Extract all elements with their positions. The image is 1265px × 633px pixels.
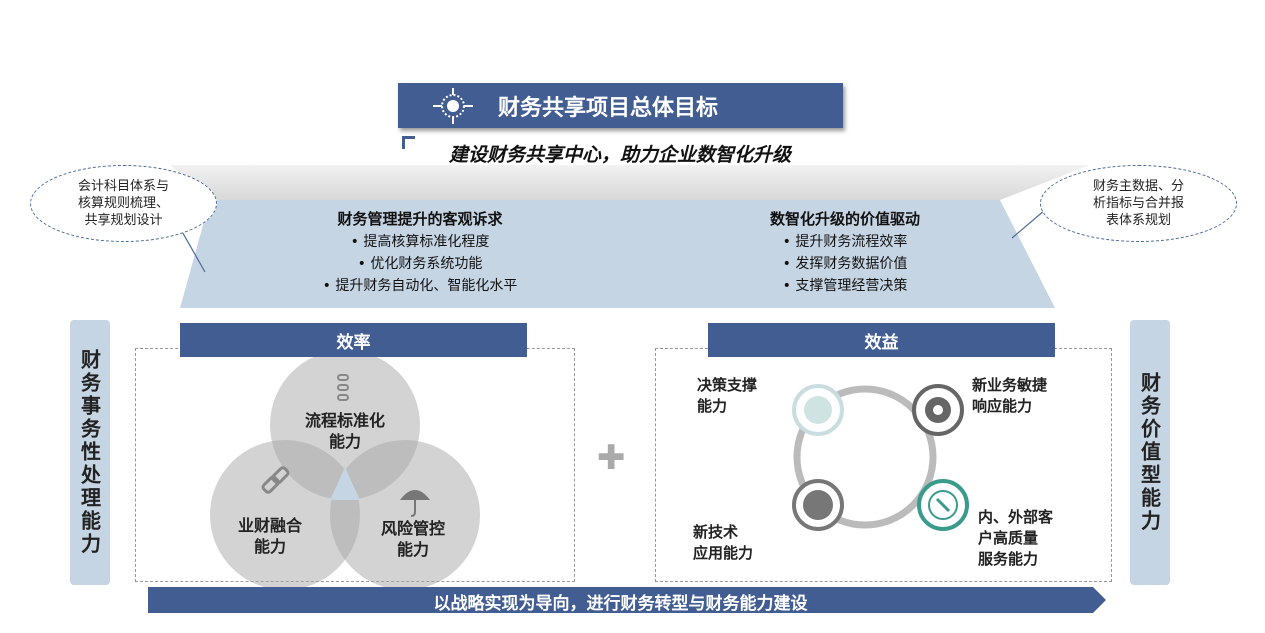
circle-label-process: 流程标准化能力 xyxy=(304,411,385,451)
bottom-arrow xyxy=(148,587,1106,613)
link-icon xyxy=(261,466,290,494)
flow-icon xyxy=(337,374,349,401)
note-right: 财务主数据、分析指标与合并报表体系规划 xyxy=(1040,165,1237,242)
trapezoid-shape xyxy=(170,165,1090,308)
target-icon xyxy=(433,87,473,124)
benefit-header: 效益 xyxy=(708,323,1055,357)
right-side-label: 财务价值型能力 xyxy=(1130,320,1170,585)
circle-label-risk: 风险管控能力 xyxy=(380,519,445,559)
left-column: 财务管理提升的客观诉求 • 提高核算标准化程度 • 优化财务系统功能 • 提升财… xyxy=(270,208,570,297)
note-line: 核算规则梳理、 xyxy=(77,196,169,211)
left-item: • 优化财务系统功能 xyxy=(357,256,483,272)
title-bar: 财务共享项目总体目标 xyxy=(398,83,843,128)
right-item: • 提升财务流程效率 xyxy=(782,234,908,250)
note-left: 会计科目体系与核算规则梳理、共享规划设计 xyxy=(30,165,217,242)
left-item: • 提高核算标准化程度 xyxy=(350,234,490,250)
venn-center xyxy=(330,467,360,500)
benefit-label-service: 内、外部客户高质量服务能力 xyxy=(978,508,1054,568)
right-item: • 支撑管理经营决策 xyxy=(782,278,908,294)
benefit-label-tech: 新技术应用能力 xyxy=(693,523,754,562)
benefit-label-agile: 新业务敏捷响应能力 xyxy=(972,376,1048,415)
gear-icon xyxy=(912,384,964,436)
title-text: 财务共享项目总体目标 xyxy=(498,95,719,121)
aperture-icon xyxy=(792,384,844,436)
compass-icon xyxy=(917,479,969,531)
venn-circle-integration xyxy=(210,440,360,590)
note-line: 共享规划设计 xyxy=(84,213,163,228)
right-item: • 发挥财务数据价值 xyxy=(782,256,908,272)
note-line: 财务主数据、分 xyxy=(1092,179,1184,194)
plus-icon: ✚ xyxy=(597,438,626,478)
circle-label-integration: 业财融合能力 xyxy=(237,516,302,556)
venn-diagram xyxy=(210,350,480,590)
note-line: 表体系规划 xyxy=(1105,213,1171,228)
left-heading: 财务管理提升的客观诉求 xyxy=(337,210,503,228)
right-column: 数智化升级的价值驱动 • 提升财务流程效率 • 发挥财务数据价值 • 支撑管理经… xyxy=(720,208,970,297)
venn-circle-risk xyxy=(330,440,480,590)
right-heading: 数智化升级的价值驱动 xyxy=(769,210,920,228)
subtitle: 建设财务共享中心，助力企业数智化升级 xyxy=(448,144,791,166)
bracket-open xyxy=(402,136,415,149)
left-side-label: 财务事务性处理能力 xyxy=(70,320,110,585)
capability-ring xyxy=(792,384,969,531)
note-line: 析指标与合并报 xyxy=(1092,196,1184,211)
bottom-banner-text: 以战略实现为导向，进行财务转型与财务能力建设 xyxy=(433,594,808,614)
umbrella-icon xyxy=(400,490,430,517)
globe-icon xyxy=(792,479,844,531)
left-item: • 提升财务自动化、智能化水平 xyxy=(322,278,518,294)
efficiency-header: 效率 xyxy=(180,323,527,357)
benefit-label-decision: 决策支撑能力 xyxy=(697,376,758,415)
note-line: 会计科目体系与 xyxy=(77,179,169,194)
